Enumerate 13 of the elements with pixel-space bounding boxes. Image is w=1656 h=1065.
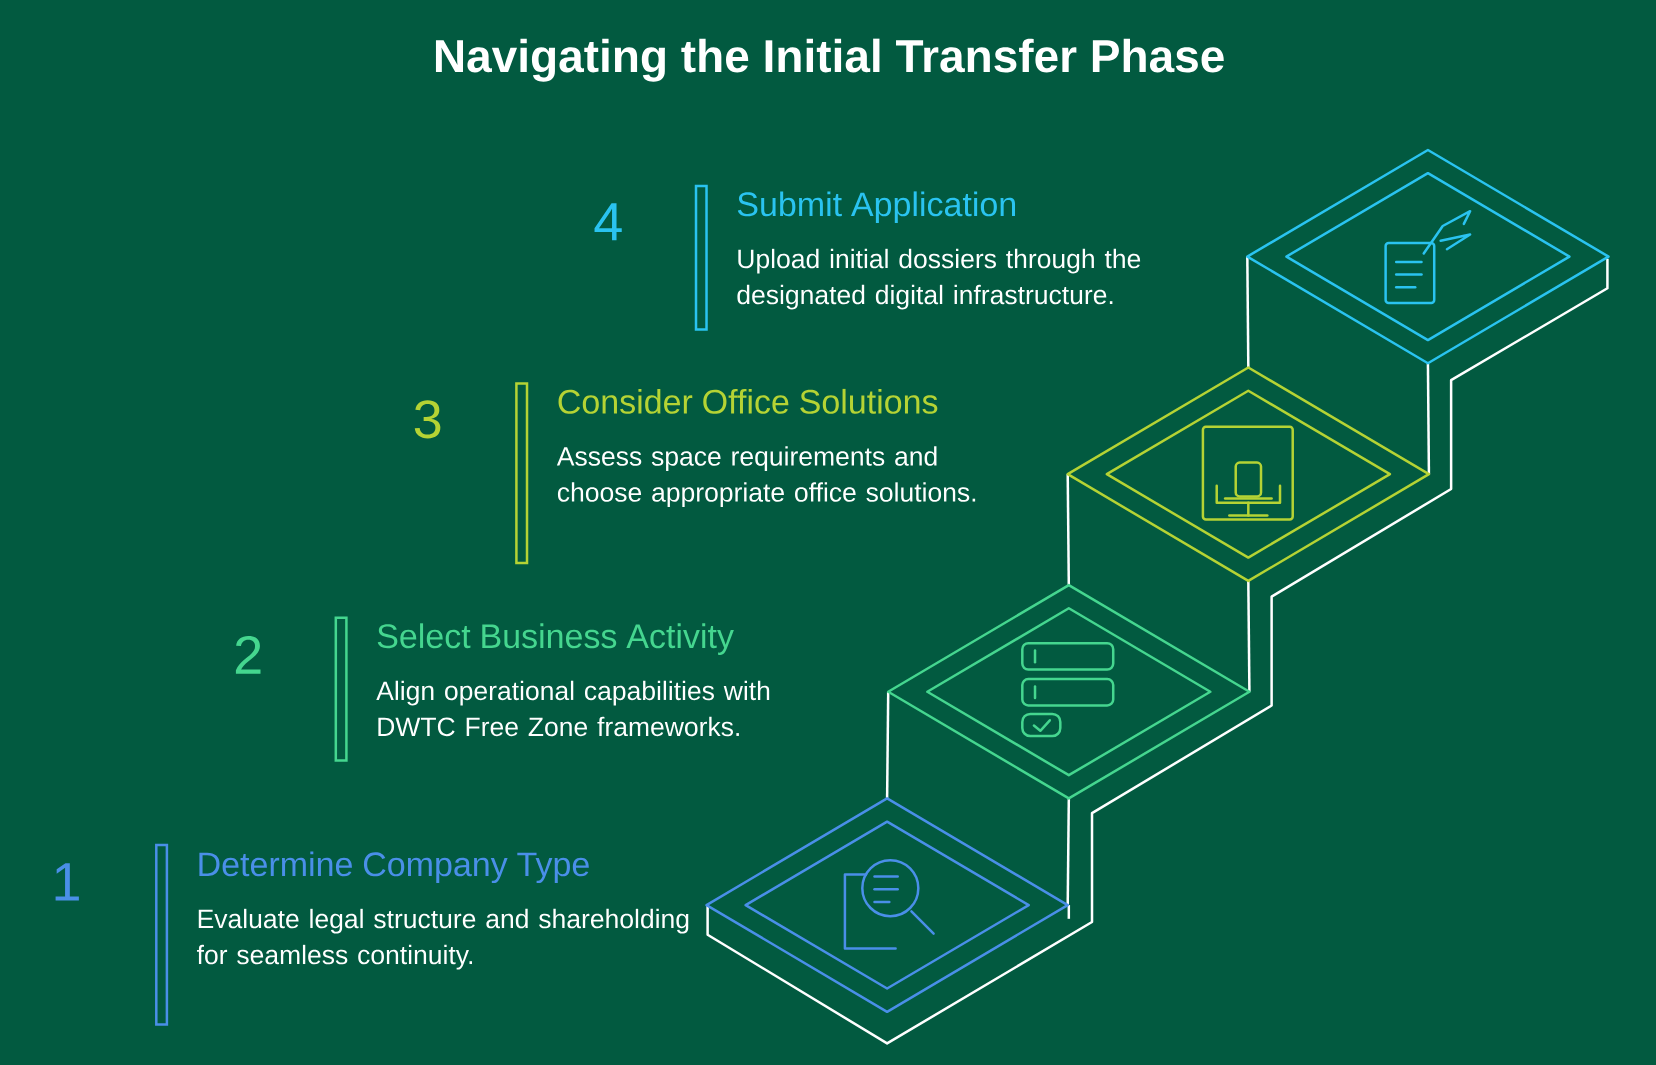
step-title: Consider Office Solutions (558, 388, 938, 414)
step-description: Evaluate legal structure and shareholding for seamless continuity. (197, 908, 689, 970)
step-description: Align operational capabilities with DWTC Free Zone frameworks. (376, 680, 770, 737)
step-description: Upload initial dossiers through the designated digital infrastructure. (737, 248, 1141, 310)
step-title: Select Business Activity (377, 623, 734, 655)
step-number: 3 (414, 400, 441, 439)
step-number: 4 (594, 203, 622, 241)
step-description: Assess space requirements and choose appropriate office solutions. (556, 446, 976, 508)
step-title: Determine Company Type (199, 851, 589, 884)
step-number: 2 (235, 635, 261, 674)
title: Navigating the Initial Transfer Phase (435, 38, 1224, 82)
step-title: Submit Application (737, 191, 1015, 224)
step-number: 1 (55, 863, 79, 901)
